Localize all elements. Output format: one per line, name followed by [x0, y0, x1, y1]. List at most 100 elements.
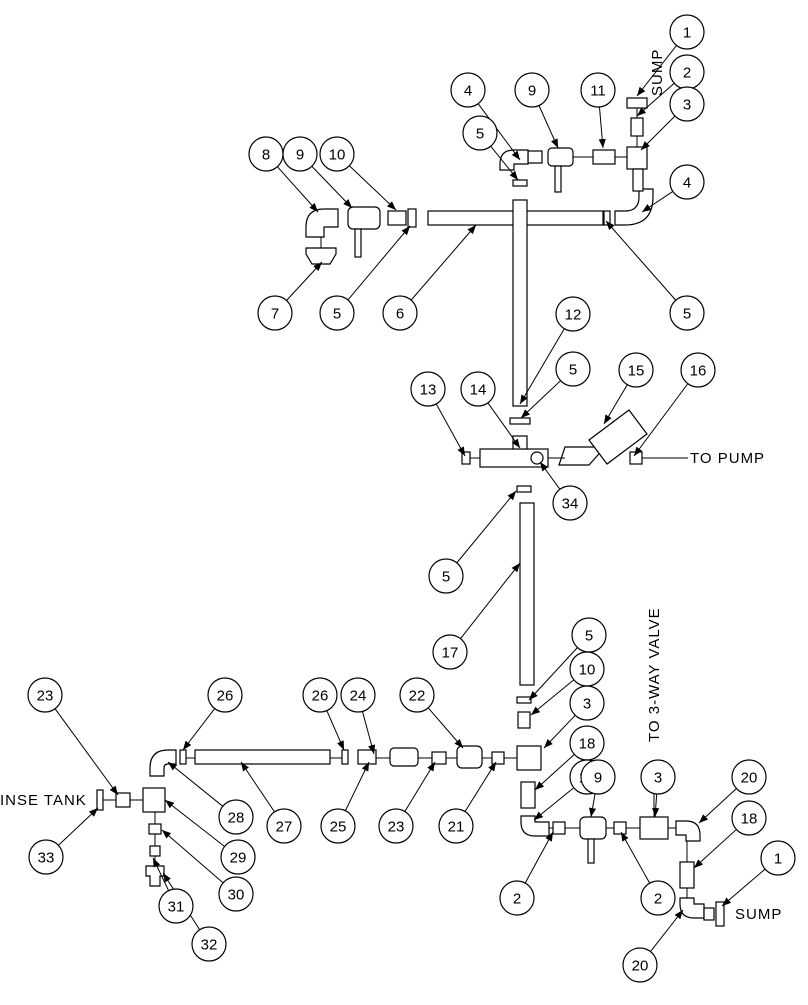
callout-bubble-3: [669, 86, 705, 122]
nipple-31: [149, 845, 161, 857]
gasket-5-lower: [516, 485, 532, 493]
callout-number-14: 14: [470, 382, 487, 399]
callout-number-24: 24: [350, 688, 367, 705]
callout-number-5: 5: [569, 362, 577, 379]
gasket-5-top: [512, 179, 528, 187]
strainer-15-basket: [588, 409, 648, 465]
callout-number-25: 25: [330, 819, 347, 836]
callout-number-18: 18: [741, 811, 758, 828]
callout-bubble-26: [207, 677, 243, 713]
leader-line-20: [650, 909, 684, 952]
leader-line-1: [636, 45, 677, 97]
gasket-26-right: [341, 749, 349, 765]
callout-bubble-3: [569, 685, 605, 721]
leader-line-27: [240, 761, 275, 813]
label-to-3-way-valve: TO 3-WAY VALVE: [646, 607, 663, 742]
callout-bubble-29: [220, 839, 256, 875]
flow-labels: SUMP TO PUMP TO 3-WAY VALVE INSE TANK SU…: [0, 49, 782, 923]
label-sump-bottom: SUMP: [735, 906, 782, 923]
callout-bubble-25: [320, 808, 356, 844]
union-18-left: [520, 781, 536, 809]
leader-line-5: [605, 220, 677, 301]
callout-number-11: 11: [590, 83, 606, 100]
callout-number-5: 5: [476, 126, 484, 143]
valve-9-top-handle: [554, 165, 562, 193]
callout-bubble-15: [618, 352, 654, 388]
callout-bubble-9: [282, 136, 318, 172]
adapter-10-low: [517, 711, 531, 729]
strainer-15-body: [558, 446, 607, 466]
callout-number-9: 9: [528, 83, 536, 100]
leader-line-5: [456, 490, 517, 564]
pipe-12: [512, 199, 528, 407]
adapter-10-top: [387, 210, 407, 226]
gasket-26-left: [179, 749, 187, 765]
callout-number-2: 2: [683, 65, 691, 82]
leader-line-7: [286, 261, 323, 301]
plug-13: [461, 451, 471, 465]
callout-number-5: 5: [442, 569, 450, 586]
valve-9-bottom: [579, 816, 607, 840]
tee-29: [142, 787, 166, 813]
callout-bubble-1: [760, 840, 796, 876]
leader-line-29: [164, 799, 225, 847]
leader-line-22: [427, 707, 464, 749]
nipple-top-left: [527, 150, 543, 164]
leader-line-5: [520, 380, 561, 419]
callout-number-2: 2: [654, 891, 662, 908]
callout-number-23: 23: [37, 688, 54, 705]
elbow-8: [305, 208, 339, 238]
leader-line-28: [167, 761, 224, 807]
bushing-21: [491, 751, 505, 765]
label-sump-top: SUMP: [649, 49, 666, 96]
gasket-5-low: [516, 696, 532, 704]
bushing-30: [148, 823, 162, 835]
leader-line-31: [152, 857, 170, 891]
callout-bubble-5: [462, 115, 498, 151]
leader-line-26: [182, 708, 216, 751]
valve-9-left: [347, 206, 381, 230]
elbow-4-top: [499, 149, 529, 171]
leader-line-30: [161, 829, 224, 884]
callout-number-10: 10: [329, 147, 346, 164]
callout-number-4: 4: [683, 175, 691, 192]
callout-number-13: 13: [420, 382, 437, 399]
callout-bubble-21: [438, 808, 474, 844]
bushing-2-right: [613, 821, 627, 835]
leader-lines: [54, 45, 766, 952]
cap-33: [96, 789, 104, 811]
callout-number-4: 4: [464, 83, 472, 100]
callout-number-27: 27: [276, 819, 293, 836]
valve-9-top: [547, 147, 574, 167]
callout-number-5: 5: [333, 306, 341, 323]
callout-bubble-4: [669, 164, 705, 200]
callout-number-23: 23: [388, 819, 405, 836]
callout-number-1: 1: [683, 25, 691, 42]
callout-number-12: 12: [565, 307, 582, 324]
leader-line-4: [641, 191, 674, 213]
callout-number-31: 31: [168, 899, 185, 916]
valve-22: [456, 745, 483, 769]
callout-number-33: 33: [38, 850, 55, 867]
check-valve-24: [389, 747, 419, 767]
callout-number-5: 5: [585, 628, 593, 645]
callout-bubble-1: [669, 14, 705, 50]
callout-bubble-14: [460, 371, 496, 407]
callout-bubble-20: [731, 759, 767, 795]
callout-bubble-2: [640, 880, 676, 916]
leader-line-9: [538, 105, 559, 149]
callout-number-9: 9: [594, 770, 602, 787]
plug-34: [530, 451, 544, 465]
callout-bubble-10: [319, 136, 355, 172]
pipe-17: [519, 502, 535, 686]
callout-bubble-5: [319, 295, 355, 331]
leader-line-19: [533, 787, 575, 821]
tee-3-top: [626, 146, 648, 170]
valve-9-left-handle: [354, 228, 362, 258]
callout-number-20: 20: [632, 958, 649, 975]
callout-number-20: 20: [741, 770, 758, 787]
callout-number-34: 34: [562, 496, 579, 513]
pipe-27: [194, 749, 331, 765]
leader-line-26: [326, 710, 345, 751]
